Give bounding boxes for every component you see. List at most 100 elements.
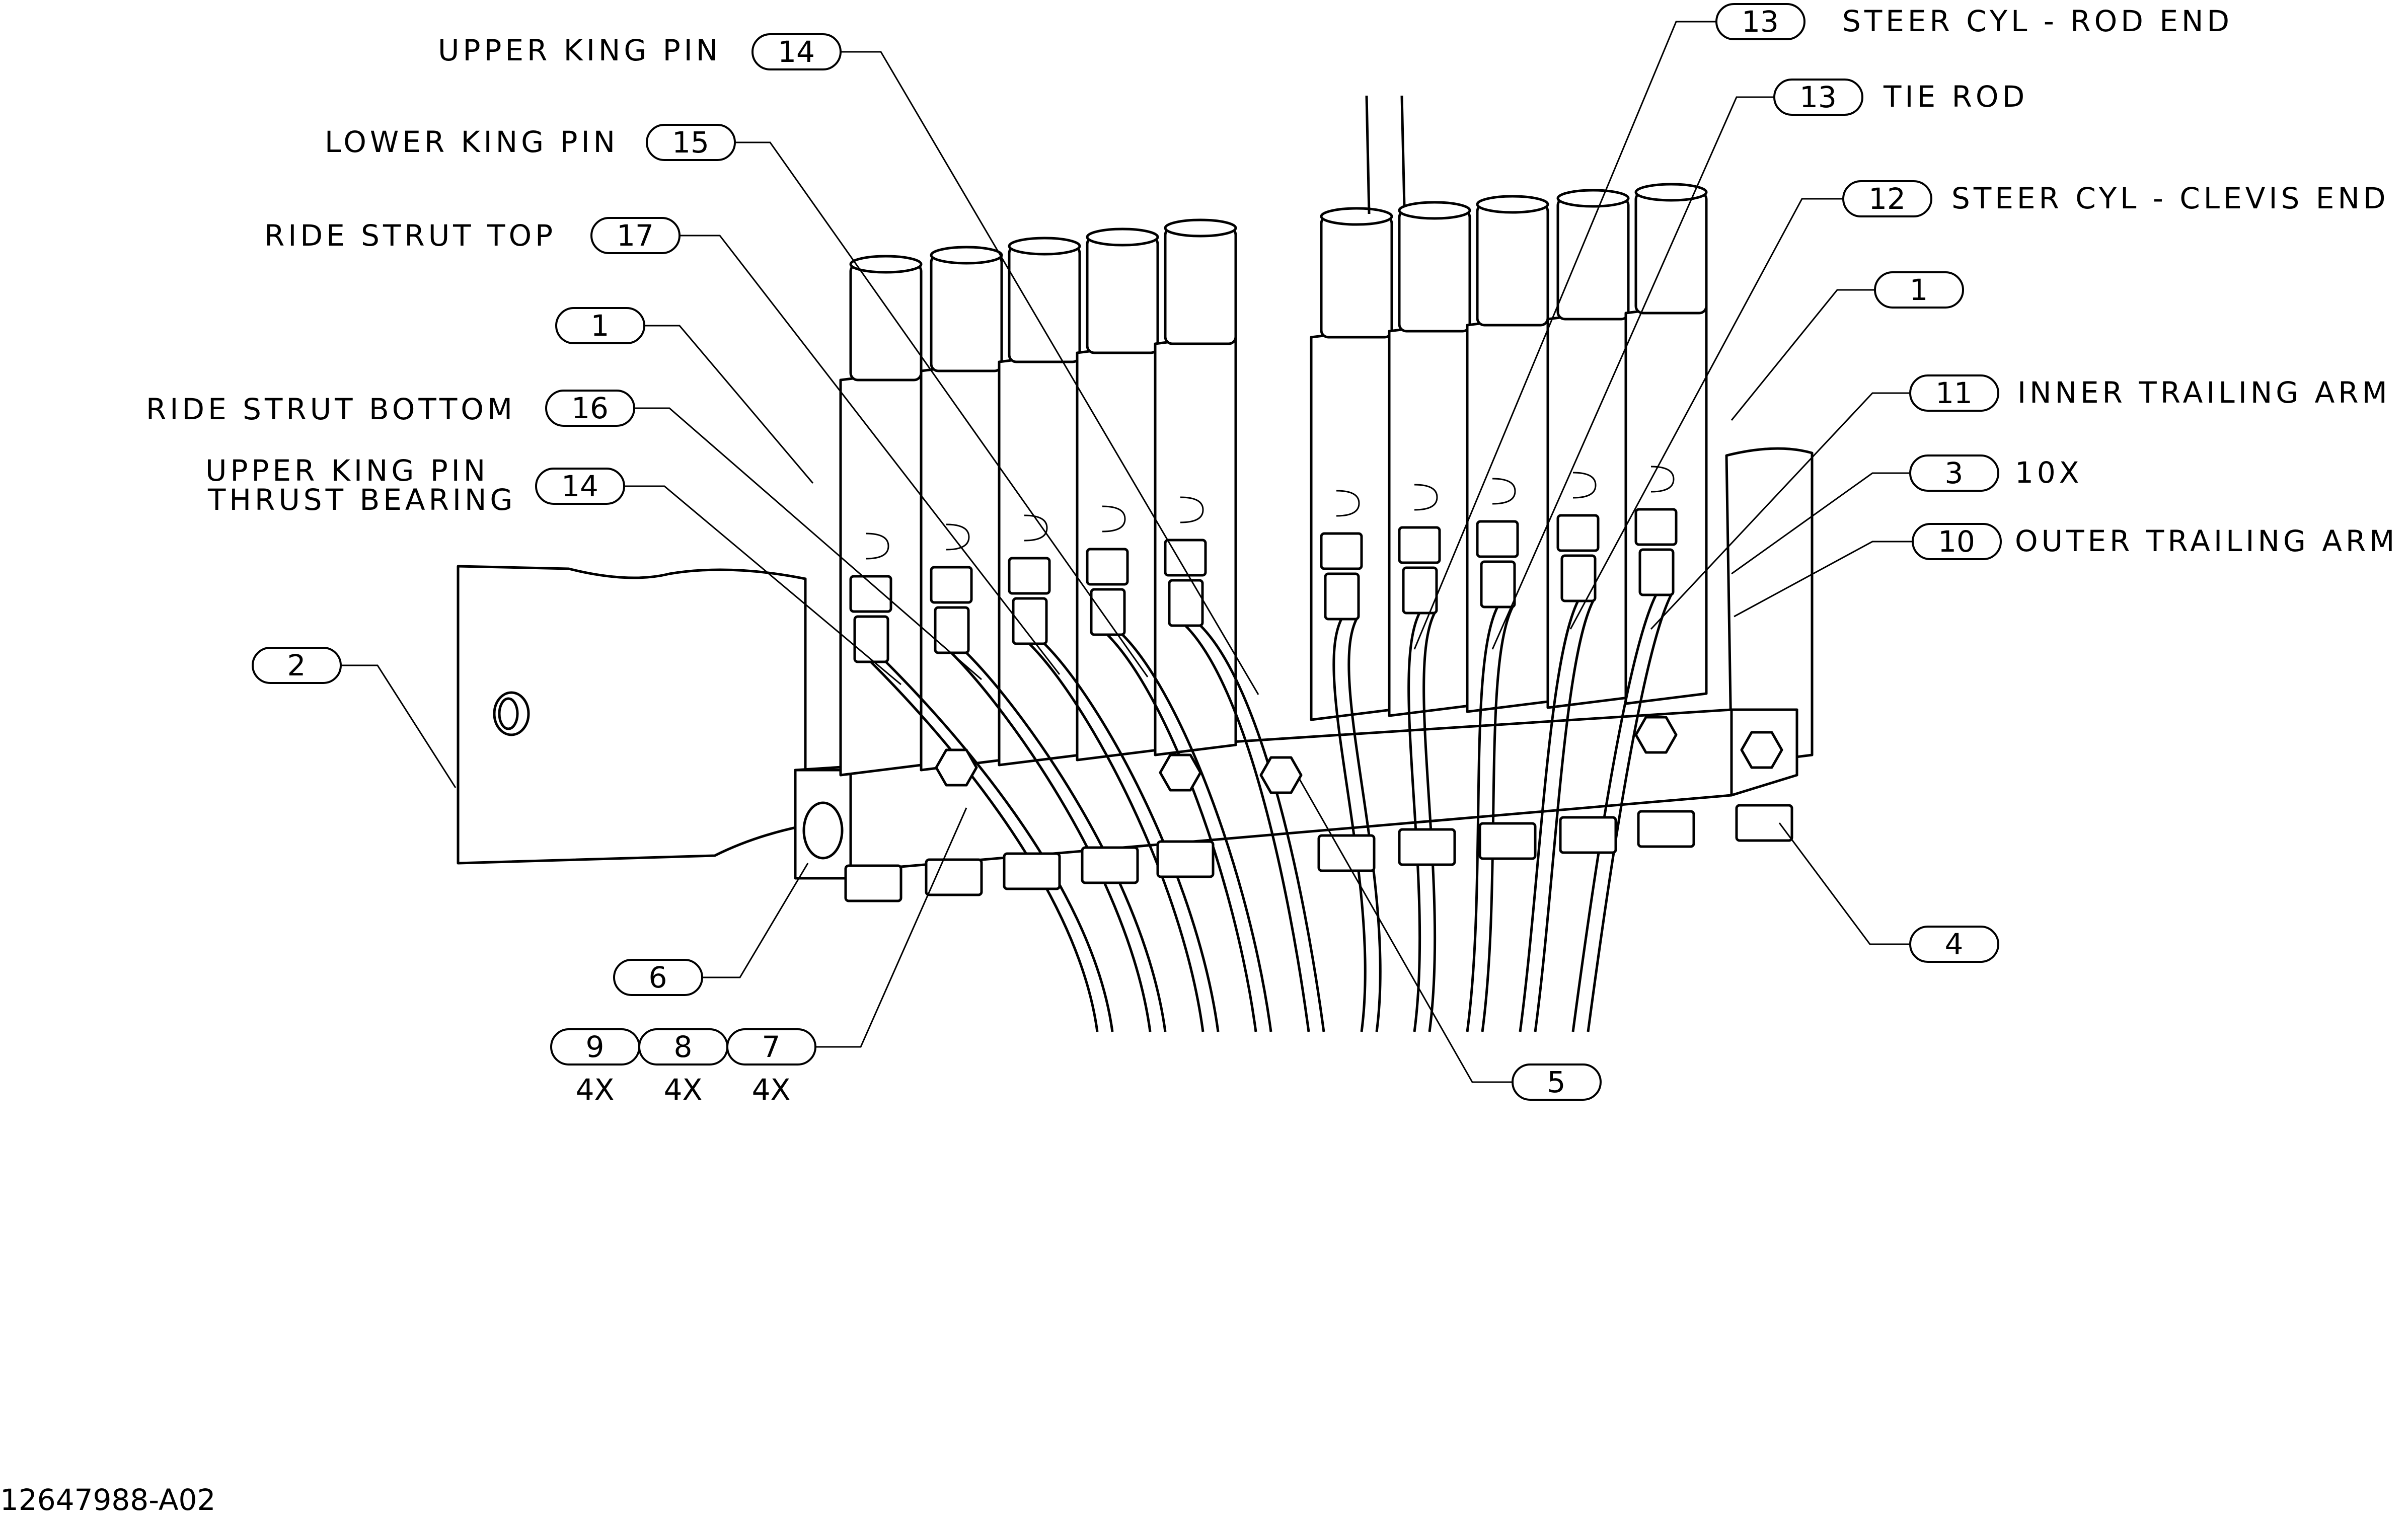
callout-number: 14 bbox=[561, 469, 598, 503]
leader-line bbox=[702, 863, 809, 978]
valve-cap-top bbox=[849, 255, 923, 274]
indicator-mark bbox=[1492, 478, 1516, 505]
grease-fitting-body bbox=[1324, 572, 1360, 621]
valve-cap-top bbox=[1634, 183, 1708, 202]
callout-number: 14 bbox=[778, 35, 815, 69]
grease-fitting-body bbox=[1090, 588, 1126, 636]
callout-inner-trailing-arm: 11 INNER TRAILING ARM bbox=[1650, 374, 2387, 630]
callout-item-3: 3 10X bbox=[1731, 454, 2079, 575]
outlet-nut bbox=[925, 858, 983, 896]
callout-number: 4 bbox=[1945, 927, 1964, 961]
callout-number: 3 bbox=[1945, 456, 1964, 490]
hose bbox=[1332, 618, 1367, 1032]
grease-fitting-body bbox=[934, 606, 970, 654]
grease-fitting-nut bbox=[1086, 548, 1129, 586]
valve-cap bbox=[1634, 191, 1708, 315]
callout-upper-king-pin: UPPER KING PIN 14 bbox=[438, 33, 1259, 695]
valve-cap bbox=[1556, 197, 1630, 321]
callout-lower-king-pin: LOWER KING PIN 15 bbox=[325, 124, 1149, 677]
callout-number: 12 bbox=[1868, 182, 1906, 216]
hose bbox=[1407, 612, 1421, 1032]
hex-bolt bbox=[1740, 731, 1783, 769]
callout-number: 6 bbox=[649, 960, 667, 995]
callout-label: STEER CYL - CLEVIS END bbox=[1951, 181, 2389, 215]
valve-cap bbox=[1086, 236, 1159, 354]
indicator-mark bbox=[865, 533, 889, 560]
callout-label: STEER CYL - ROD END bbox=[1842, 4, 2233, 38]
grease-fitting-nut bbox=[1398, 526, 1441, 564]
outlet-nut bbox=[1081, 846, 1139, 884]
valve-cap bbox=[1476, 203, 1549, 327]
hex-bolt bbox=[1159, 753, 1202, 792]
valve-cap-top bbox=[1320, 207, 1393, 226]
callout-label: TIE ROD bbox=[1883, 80, 2028, 114]
valve-section bbox=[1310, 326, 1393, 721]
leader-line bbox=[644, 325, 814, 484]
valve-cap bbox=[849, 263, 923, 382]
callout-items-9-8-7: 9 4X 8 4X 7 4X bbox=[550, 807, 967, 1107]
leader-line bbox=[680, 235, 1061, 675]
outlet-nut bbox=[1317, 834, 1376, 872]
grease-fitting-body bbox=[1480, 560, 1516, 609]
callout-number: 13 bbox=[1742, 5, 1779, 39]
callout-label: UPPER KING PIN bbox=[438, 33, 721, 67]
callout-label: RIDE STRUT BOTTOM bbox=[146, 392, 516, 426]
drawing-number: 12647988-A02 bbox=[0, 1483, 215, 1517]
manifold-port bbox=[802, 801, 844, 860]
callout-qty-7: 4X bbox=[752, 1073, 791, 1107]
valve-section bbox=[1466, 314, 1549, 713]
hose bbox=[870, 661, 1099, 1032]
callout-number: 13 bbox=[1799, 80, 1837, 114]
hose-edge bbox=[1199, 625, 1325, 1032]
grease-fitting-nut bbox=[1320, 532, 1363, 570]
callout-qty-9: 4X bbox=[576, 1073, 615, 1107]
valve-section bbox=[1388, 320, 1471, 717]
callout-item-4: 4 bbox=[1778, 822, 1999, 963]
hose-edge bbox=[965, 652, 1167, 1032]
grease-fitting-nut bbox=[1164, 539, 1207, 577]
indicator-mark bbox=[1180, 496, 1204, 523]
callout-number: 17 bbox=[617, 218, 654, 253]
valve-cap bbox=[1398, 209, 1471, 333]
callout-number: 1 bbox=[591, 309, 610, 343]
indicator-mark bbox=[1102, 505, 1126, 533]
callout-number: 1 bbox=[1910, 273, 1928, 307]
leader-line bbox=[1778, 822, 1910, 945]
callout-outer-trailing-arm: 10 OUTER TRAILING ARM bbox=[1734, 523, 2394, 618]
hose-edge bbox=[1043, 643, 1220, 1032]
hose bbox=[1466, 606, 1499, 1032]
leader-line bbox=[341, 664, 457, 788]
indicator-mark bbox=[1024, 514, 1048, 542]
hose bbox=[1519, 600, 1579, 1032]
right-mount-plate bbox=[1725, 447, 1814, 767]
outlet-nut bbox=[1559, 816, 1617, 854]
callout-ride-strut-top: RIDE STRUT TOP 17 bbox=[264, 217, 1061, 675]
callout-tie-rod: 13 TIE ROD bbox=[1491, 79, 2028, 650]
leader-line bbox=[634, 407, 982, 680]
outlet-nut bbox=[1398, 828, 1456, 866]
valve-cap bbox=[1320, 215, 1393, 339]
valve-cap-top bbox=[1398, 201, 1471, 220]
callout-steer-cyl-clevis-end: 12 STEER CYL - CLEVIS END bbox=[1569, 180, 2389, 630]
grease-fitting-body bbox=[1560, 554, 1597, 602]
valve-cap bbox=[930, 254, 1003, 372]
hose bbox=[1028, 643, 1205, 1032]
callout-number: 11 bbox=[1935, 376, 1973, 410]
callout-label: UPPER KING PIN bbox=[205, 453, 489, 488]
callout-ride-strut-bottom: RIDE STRUT BOTTOM 16 bbox=[146, 390, 982, 680]
hose-edge bbox=[1422, 612, 1437, 1032]
callout-qty-8: 4X bbox=[664, 1073, 703, 1107]
outlet-nut bbox=[844, 864, 902, 902]
indicator-mark bbox=[1650, 466, 1675, 493]
outlet-nut bbox=[1478, 822, 1537, 860]
valve-cap-top bbox=[1086, 227, 1159, 247]
callout-number: 16 bbox=[571, 391, 609, 425]
hex-bolt bbox=[1634, 716, 1678, 754]
hose-edge bbox=[1481, 606, 1514, 1032]
grease-fitting-nut bbox=[1556, 514, 1600, 552]
grease-hoses bbox=[870, 95, 1673, 1032]
outlet-nut bbox=[1003, 852, 1061, 890]
callout-item-6: 6 bbox=[613, 863, 809, 996]
indicator-mark bbox=[1572, 472, 1597, 499]
